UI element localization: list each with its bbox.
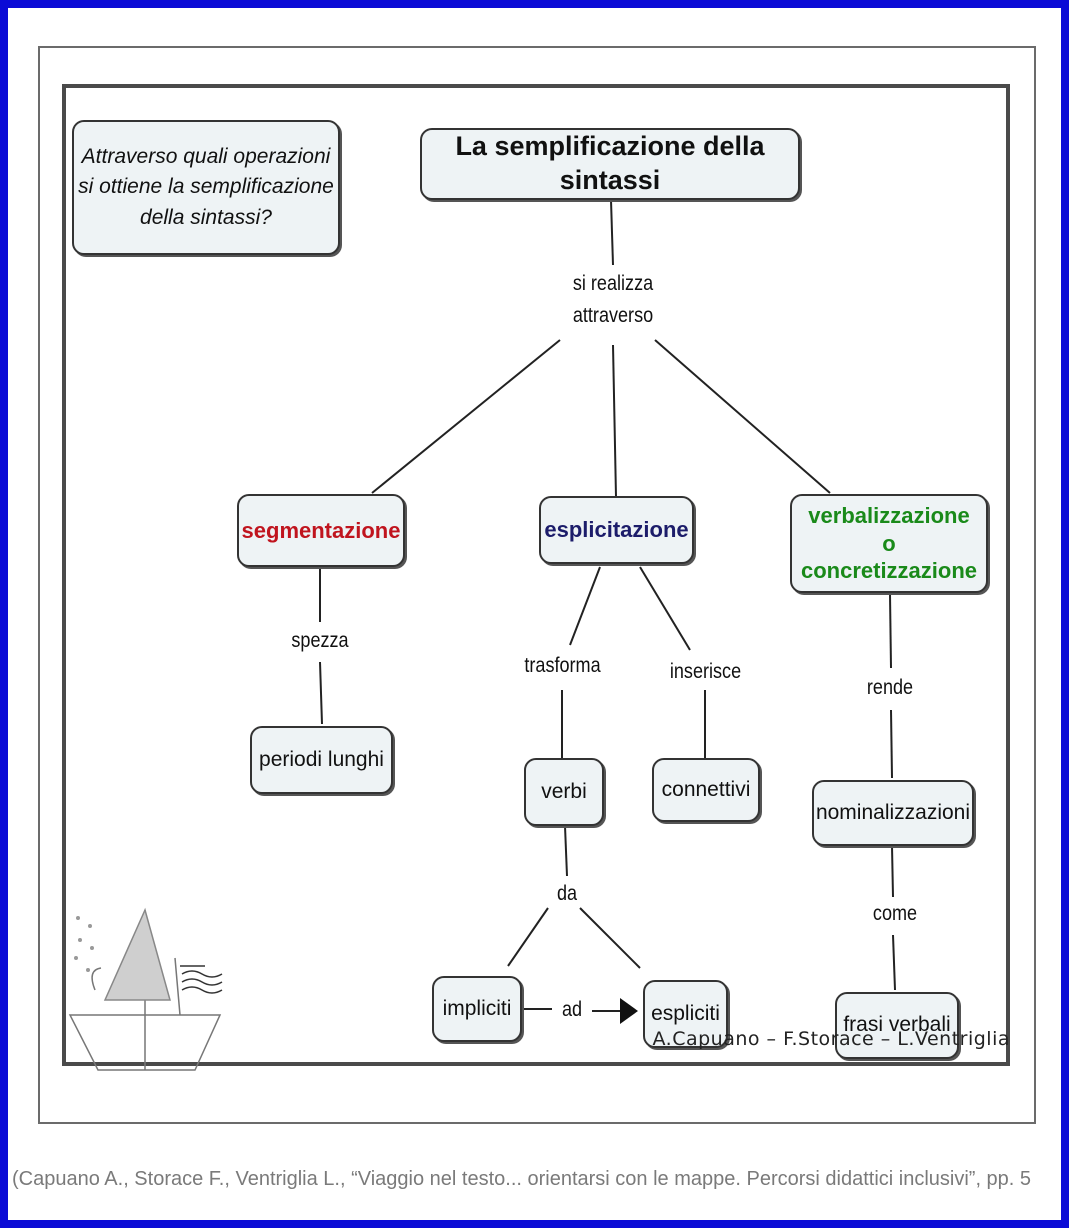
root-link-line-1: si realizza (572, 272, 654, 295)
nominalizzazioni-node: nominalizzazioni (812, 780, 974, 846)
periodi-lunghi-label: periodi lunghi (259, 747, 384, 771)
espliciti-node: espliciti (643, 980, 728, 1048)
frasi-verbali-node: frasi verbali (835, 992, 959, 1059)
segmentazione-node: segmentazione (237, 494, 405, 567)
authors-credit: A.Capuano – F.Storace – L.Ventriglia (652, 1028, 1010, 1050)
root-label: La semplificazione della sintassi (455, 131, 765, 195)
connettivi-label: connettivi (661, 777, 751, 801)
esplicitazione-node: esplicitazione (539, 496, 694, 564)
periodi-lunghi-node: periodi lunghi (250, 726, 393, 794)
verbalizzazione-label-line-2: o concretizzazione (800, 530, 978, 584)
sailboat-doodle (68, 907, 223, 1071)
root-link-line-2: attraverso (572, 303, 654, 327)
esplicitazione-label: esplicitazione (544, 517, 689, 543)
root-node: La semplificazione della sintassi (420, 128, 800, 200)
question-line-1: Attraverso quali operazioni (81, 144, 331, 168)
da-link: da (556, 882, 578, 905)
verbi-label: verbi (541, 779, 587, 803)
verbalizzazione-label-line-1: verbalizzazione (808, 503, 970, 529)
segmentazione-label: segmentazione (241, 517, 401, 543)
question-line-2: si ottiene la semplificazione (78, 175, 334, 199)
come-link: come (872, 902, 918, 925)
espliciti-label: espliciti (651, 1001, 720, 1025)
arrowhead (620, 998, 638, 1024)
rende-link: rende (866, 676, 914, 699)
frasi-verbali-label: frasi verbali (843, 1013, 951, 1037)
question-line-3: della sintassi? (140, 205, 272, 229)
source-caption: (Capuano A., Storace F., Ventriglia L., … (12, 1168, 1032, 1190)
inserisce-link: inserisce (669, 660, 742, 683)
ad-link: ad (561, 998, 583, 1021)
connettivi-node: connettivi (652, 758, 760, 822)
stars-doodle (74, 916, 94, 972)
verbalizzazione-node: verbalizzazione o concretizzazione (790, 494, 988, 593)
verbi-node: verbi (524, 758, 604, 826)
focus-question-box: Attraverso quali operazioni si ottiene l… (72, 120, 340, 255)
nominalizzazioni-label: nominalizzazioni (815, 800, 971, 824)
impliciti-node: impliciti (432, 976, 522, 1042)
impliciti-label: impliciti (442, 996, 512, 1020)
root-link-label: si realizza attraverso (540, 268, 686, 331)
trasforma-link: trasforma (524, 654, 601, 677)
spezza-link: spezza (291, 629, 349, 652)
